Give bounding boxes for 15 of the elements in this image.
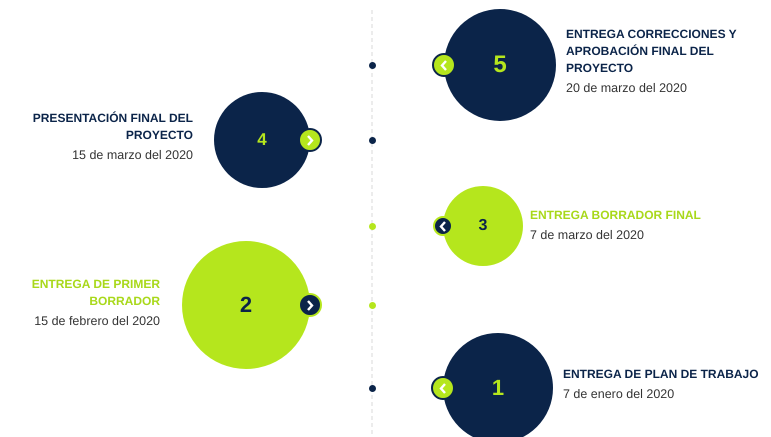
milestone-number: 3	[478, 217, 488, 235]
milestone-date: 7 de enero del 2020	[563, 387, 676, 401]
milestone-number: 4	[257, 130, 267, 150]
milestone-title: ENTREGA DE PRIMER BORRADOR	[30, 276, 160, 310]
milestone-number: 2	[240, 292, 252, 318]
milestone-title: ENTREGA DE PLAN DE TRABAJO	[563, 366, 760, 383]
milestone-title: PRESENTACIÓN FINAL DEL PROYECTO	[32, 110, 193, 144]
milestone-date: 20 de marzo del 2020	[566, 81, 688, 95]
milestone-date: 7 de marzo del 2020	[530, 228, 645, 242]
milestone-date: 15 de febrero del 2020	[33, 314, 160, 328]
milestone-date: 15 de marzo del 2020	[71, 148, 193, 162]
milestone-number: 1	[492, 375, 504, 401]
milestone-title: ENTREGA BORRADOR FINAL	[530, 207, 702, 224]
milestone-title: ENTREGA CORRECCIONES Y APROBACIÓN FINAL DEL PROYECTO	[566, 26, 738, 77]
milestone-number: 5	[493, 51, 507, 79]
